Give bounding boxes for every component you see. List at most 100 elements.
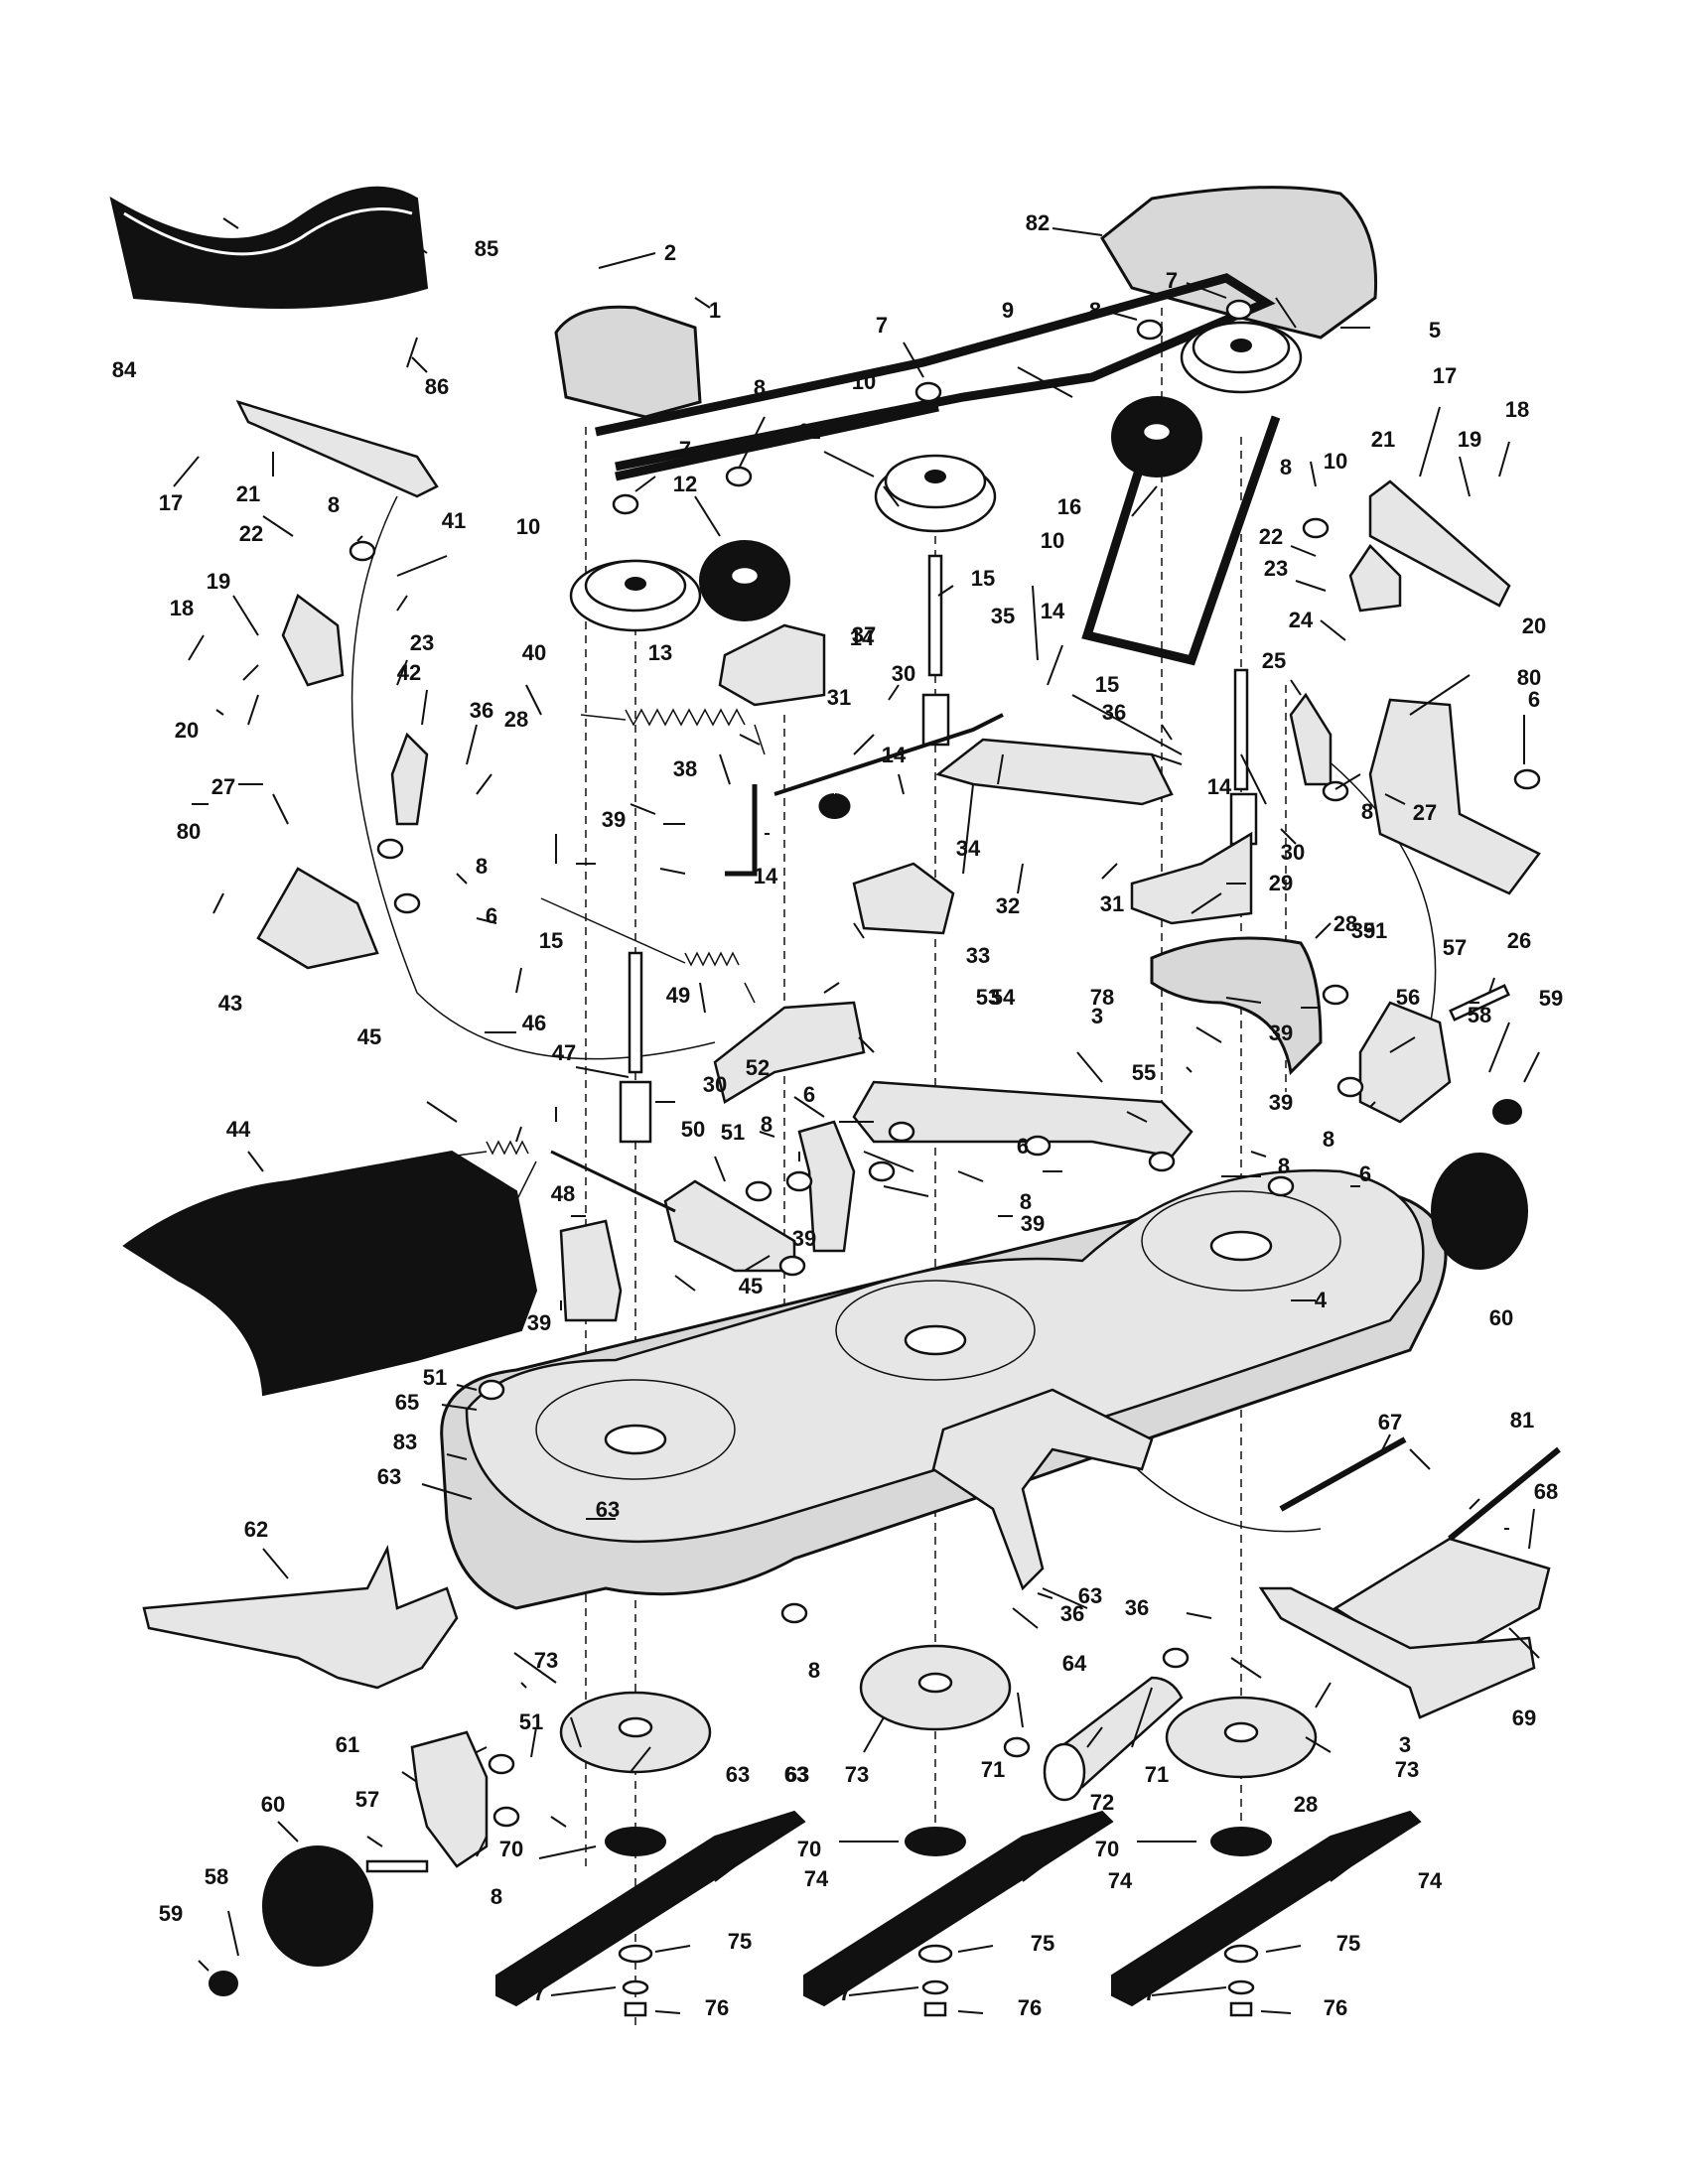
- gauge-wheel-60-left: [262, 1845, 373, 1967]
- callout-14: 14: [754, 864, 778, 888]
- washer-75-right: [1223, 1944, 1259, 1964]
- idler-12: [699, 540, 790, 621]
- discharge-bracket-48: [559, 1219, 623, 1322]
- callout-45: 45: [357, 1024, 381, 1049]
- bracket-33: [852, 862, 955, 935]
- bracket-80-right: [1368, 698, 1541, 895]
- callout-39: 39: [602, 807, 626, 832]
- callout-60: 60: [261, 1792, 285, 1817]
- pulley-right: [1180, 321, 1303, 394]
- pulley-left: [569, 559, 702, 632]
- callout-25: 25: [1262, 648, 1286, 673]
- callout-84: 84: [112, 357, 137, 382]
- callout-28: 28: [1294, 1792, 1318, 1817]
- callout-62: 62: [244, 1517, 268, 1542]
- washer-77-right: [1227, 1979, 1255, 1995]
- spring-31: [818, 793, 851, 819]
- callout-73: 73: [845, 1762, 869, 1787]
- bracket-56: [1358, 1001, 1452, 1124]
- callout-47: 47: [552, 1040, 576, 1065]
- idler-arm-29: [1130, 831, 1253, 925]
- callout-52: 52: [746, 1055, 770, 1080]
- callout-23: 23: [410, 630, 434, 655]
- callout-8: 8: [1020, 1189, 1032, 1214]
- callout-80: 80: [1517, 665, 1541, 690]
- callout-37: 37: [852, 622, 876, 647]
- callout-58: 58: [205, 1864, 228, 1889]
- callout-28: 28: [504, 707, 528, 732]
- washer-77-center: [921, 1979, 949, 1995]
- callout-51: 51: [423, 1365, 447, 1390]
- callout-3: 3: [1399, 1732, 1411, 1757]
- callout-3: 3: [1091, 1004, 1103, 1028]
- callout-54: 54: [991, 985, 1016, 1010]
- callout-8: 8: [1323, 1127, 1334, 1152]
- callout-36: 36: [1102, 700, 1126, 725]
- callout-8: 8: [761, 1112, 772, 1137]
- discharge-chute-44: [122, 1150, 538, 1397]
- rod-81: [1448, 1446, 1561, 1542]
- callout-14: 14: [882, 743, 907, 767]
- callout-86: 86: [425, 374, 449, 399]
- callout-29: 29: [1269, 871, 1293, 895]
- axle-57-left: [365, 1859, 429, 1873]
- callout-53: 53: [976, 985, 1000, 1010]
- callout-39: 39: [1269, 1021, 1293, 1045]
- callout-39: 39: [792, 1226, 816, 1251]
- callout-38: 38: [673, 756, 697, 781]
- callout-36: 36: [1125, 1595, 1149, 1620]
- callout-40: 40: [522, 640, 546, 665]
- washer-75-center: [917, 1944, 953, 1964]
- drive-belt-9: [595, 273, 1276, 472]
- callout-63: 63: [1078, 1583, 1102, 1608]
- link-25: [1289, 692, 1333, 786]
- hardware-nuts: [349, 299, 1541, 1828]
- callout-13: 13: [648, 640, 672, 665]
- callout-22: 22: [1259, 524, 1283, 549]
- deck-top-surface: [465, 1168, 1425, 1544]
- deflector-cushion: [109, 186, 429, 309]
- washer-59-right: [1492, 1099, 1522, 1125]
- callout-71: 71: [1145, 1762, 1169, 1787]
- hanger-21-left: [235, 399, 439, 498]
- callout-18: 18: [1505, 397, 1529, 422]
- idler-16: [1111, 396, 1202, 478]
- callout-9: 9: [1002, 298, 1014, 323]
- callout-80: 80: [177, 819, 201, 844]
- callout-15: 15: [539, 928, 563, 953]
- callout-32: 32: [996, 893, 1020, 918]
- callout-71: 71: [981, 1757, 1005, 1782]
- pulley-center: [874, 454, 997, 533]
- callout-36: 36: [470, 698, 493, 723]
- callout-70: 70: [797, 1837, 821, 1861]
- callout-51: 51: [1363, 918, 1387, 943]
- callout-74: 74: [804, 1866, 829, 1891]
- callout-77: 77: [827, 1980, 851, 2005]
- callout-70: 70: [499, 1837, 523, 1861]
- callout-63: 63: [377, 1464, 401, 1489]
- callout-39: 39: [1351, 918, 1375, 943]
- nut-76-left: [624, 2001, 647, 2017]
- callout-74: 74: [1418, 1868, 1443, 1893]
- belt-cover-5: [1100, 186, 1378, 340]
- callout-27: 27: [1413, 800, 1437, 825]
- blade-adapter-73-right: [1165, 1696, 1318, 1779]
- callout-28: 28: [1333, 911, 1357, 936]
- callout-11: 11: [797, 419, 820, 444]
- bracket-50: [663, 1179, 796, 1273]
- callout-74: 74: [1108, 1868, 1133, 1893]
- callout-15: 15: [1095, 672, 1119, 697]
- callout-8: 8: [1361, 799, 1373, 824]
- gauge-wheel-60-right: [1431, 1153, 1528, 1270]
- callout-81: 81: [1510, 1408, 1534, 1433]
- callout-33: 33: [966, 943, 990, 968]
- callout-85: 85: [475, 236, 498, 261]
- belt-16: [1081, 395, 1281, 666]
- callout-26: 26: [1507, 928, 1531, 953]
- callout-31: 31: [1100, 891, 1124, 916]
- callout-31: 31: [827, 685, 851, 710]
- callout-10: 10: [1041, 528, 1064, 553]
- callout-56: 56: [1396, 985, 1420, 1010]
- washer-59-left: [209, 1971, 238, 1996]
